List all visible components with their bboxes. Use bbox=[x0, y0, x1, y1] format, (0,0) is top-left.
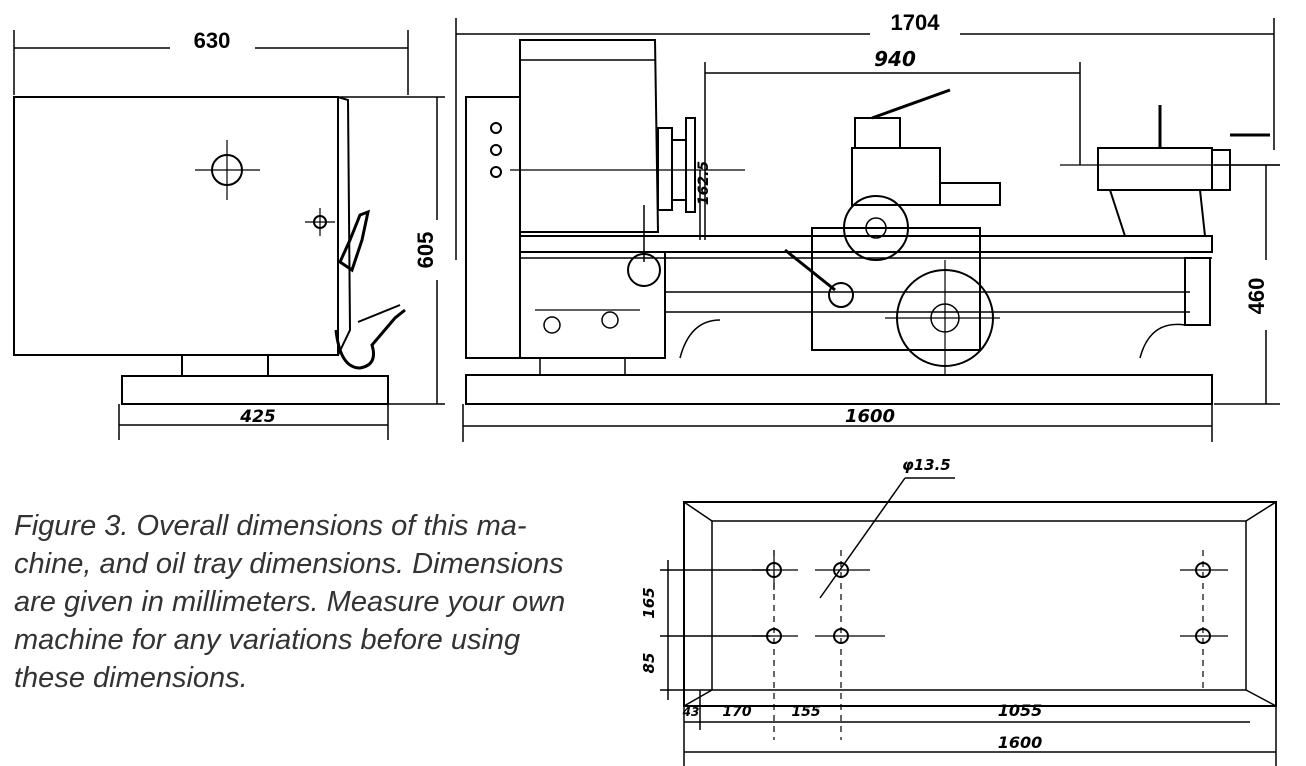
caption-line: Figure 3. Overall dimensions of this ma- bbox=[14, 510, 527, 542]
caption-line: are given in millimeters. Measure your o… bbox=[14, 586, 566, 618]
tray-hole bbox=[815, 628, 885, 644]
side-height-label: 605 bbox=[413, 232, 438, 269]
front-height-label: 460 bbox=[1244, 278, 1269, 315]
side-view: 630 605 425 bbox=[13, 28, 445, 440]
side-width-label: 630 bbox=[194, 28, 231, 53]
between-centers-label: 940 bbox=[874, 47, 916, 71]
caption-line: machine for any variations before using bbox=[14, 624, 521, 656]
figure-caption: Figure 3. Overall dimensions of this ma-… bbox=[14, 507, 614, 697]
front-view: 1704 940 162.5 bbox=[455, 10, 1280, 442]
x-offset-3: 1055 bbox=[998, 701, 1043, 720]
side-base-label: 425 bbox=[239, 407, 276, 427]
caption-line: these dimensions. bbox=[14, 662, 248, 694]
tray-length-label: 1600 bbox=[998, 733, 1043, 752]
tray-hole bbox=[1180, 562, 1228, 578]
overall-length-label: 1704 bbox=[891, 10, 941, 35]
hole-diameter-label: φ13.5 bbox=[902, 456, 951, 474]
front-base-label: 1600 bbox=[845, 406, 895, 427]
tray-hole bbox=[1180, 628, 1228, 644]
center-height-label: 162.5 bbox=[696, 161, 712, 206]
caption-line: chine, and oil tray dimensions. Dimensio… bbox=[14, 548, 564, 580]
x-offset-0: 43 bbox=[682, 705, 700, 719]
bottom-offset-label: 85 bbox=[640, 653, 658, 674]
x-offset-1: 170 bbox=[722, 704, 751, 720]
row-spacing-label: 165 bbox=[640, 587, 658, 618]
oil-tray-view: φ13.5 165 85 43 170 155 1055 1600 bbox=[640, 456, 1277, 766]
x-offset-2: 155 bbox=[791, 704, 820, 720]
